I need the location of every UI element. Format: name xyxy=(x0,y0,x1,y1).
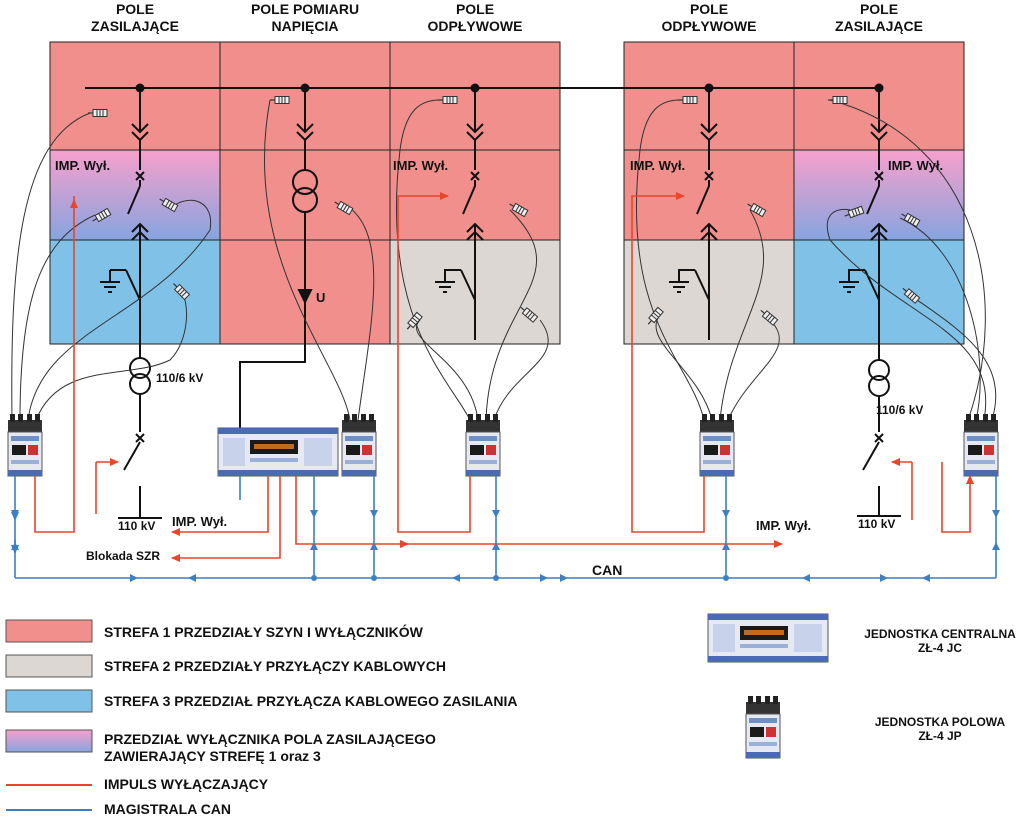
can-bus-lines xyxy=(15,476,997,579)
blokada-szr-label: Blokada SZR xyxy=(86,549,160,563)
transformer-voltage-label: 110/6 kV xyxy=(876,403,923,417)
imp-wyl-label: IMP. Wył. xyxy=(393,158,448,173)
legend-central-unit-text-2: ZŁ-4 JC xyxy=(918,641,962,655)
header-line1: POLE xyxy=(860,1,898,17)
legend: STREFA 1 PRZEDZIAŁY SZYN I WYŁĄCZNIKÓW S… xyxy=(5,613,1016,817)
legend-zone1-swatch xyxy=(5,619,93,643)
header-line2: NAPIĘCIA xyxy=(272,18,339,34)
header-line1: POLE xyxy=(116,1,154,17)
header-line2: ODPŁYWOWE xyxy=(428,18,523,34)
imp-wyl-label: IMP. Wył. xyxy=(756,518,811,533)
voltage-u-label: U xyxy=(316,290,325,305)
header-line2: ODPŁYWOWE xyxy=(662,18,757,34)
imp-wyl-label: IMP. Wył. xyxy=(630,158,685,173)
central-unit-icon xyxy=(217,427,339,477)
imp-wyl-label: IMP. Wył. xyxy=(55,158,110,173)
legend-field-unit-text-2: ZŁ-4 JP xyxy=(918,729,961,743)
field-unit-icon xyxy=(341,413,377,477)
voltage-measurement-field xyxy=(239,88,318,428)
supply-feeder-right xyxy=(839,88,901,517)
outgoing-feeder-2 xyxy=(669,88,718,340)
transformer-voltage-label: 110/6 kV xyxy=(156,371,203,385)
grid-voltage-label: 110 kV xyxy=(118,519,155,533)
legend-field-unit-text-1: JEDNOSTKA POLOWA xyxy=(875,715,1006,729)
can-bus-arrows xyxy=(11,510,1000,582)
field-unit-icon xyxy=(699,413,735,477)
legend-impulse-text: IMPULS WYŁĄCZAJĄCY xyxy=(104,776,269,792)
legend-mixed-text-1: PRZEDZIAŁ WYŁĄCZNIKA POLA ZASILAJĄCEGO xyxy=(104,731,436,747)
can-label: CAN xyxy=(592,562,622,578)
trip-impulse-lines xyxy=(34,192,974,562)
column-headers: POLE ZASILAJĄCE POLE POMIARU NAPIĘCIA PO… xyxy=(91,1,923,34)
diagram-labels: IMP. Wył. IMP. Wył. IMP. Wył. IMP. Wył. … xyxy=(55,158,943,578)
legend-field-unit-icon xyxy=(745,695,781,759)
field-units xyxy=(7,413,999,477)
zone3-cell xyxy=(49,239,221,345)
imp-wyl-label: IMP. Wył. xyxy=(172,514,227,529)
outgoing-feeder-1 xyxy=(435,88,484,340)
legend-central-unit-text-1: JEDNOSTKA CENTRALNA xyxy=(864,627,1016,641)
field-unit-icon xyxy=(7,413,43,477)
field-unit-icon xyxy=(465,413,501,477)
header-line2: ZASILAJĄCE xyxy=(91,18,179,34)
supply-feeder-left xyxy=(100,88,162,519)
header-line1: POLE xyxy=(690,1,728,17)
header-line2: ZASILAJĄCE xyxy=(835,18,923,34)
legend-can-text: MAGISTRALA CAN xyxy=(104,801,231,817)
header-line1: POLE xyxy=(456,1,494,17)
arc-sensors xyxy=(11,99,997,421)
legend-mixed-swatch xyxy=(5,729,93,753)
imp-wyl-label: IMP. Wył. xyxy=(888,158,943,173)
legend-central-unit-icon xyxy=(707,613,829,663)
zone1-cell xyxy=(49,41,221,151)
field-unit-icon xyxy=(963,413,999,477)
legend-zone2-text: STREFA 2 PRZEDZIAŁY PRZYŁĄCZY KABLOWYCH xyxy=(104,658,446,674)
grid-voltage-label: 110 kV xyxy=(858,517,895,531)
legend-zone1-text: STREFA 1 PRZEDZIAŁY SZYN I WYŁĄCZNIKÓW xyxy=(104,623,424,640)
legend-zone3-text: STREFA 3 PRZEDZIAŁ PRZYŁĄCZA KABLOWEGO Z… xyxy=(104,693,518,709)
legend-zone2-swatch xyxy=(5,654,93,678)
header-line1: POLE POMIARU xyxy=(251,1,359,17)
legend-zone3-swatch xyxy=(5,689,93,713)
legend-mixed-text-2: ZAWIERAJĄCY STREFĘ 1 oraz 3 xyxy=(104,748,321,764)
